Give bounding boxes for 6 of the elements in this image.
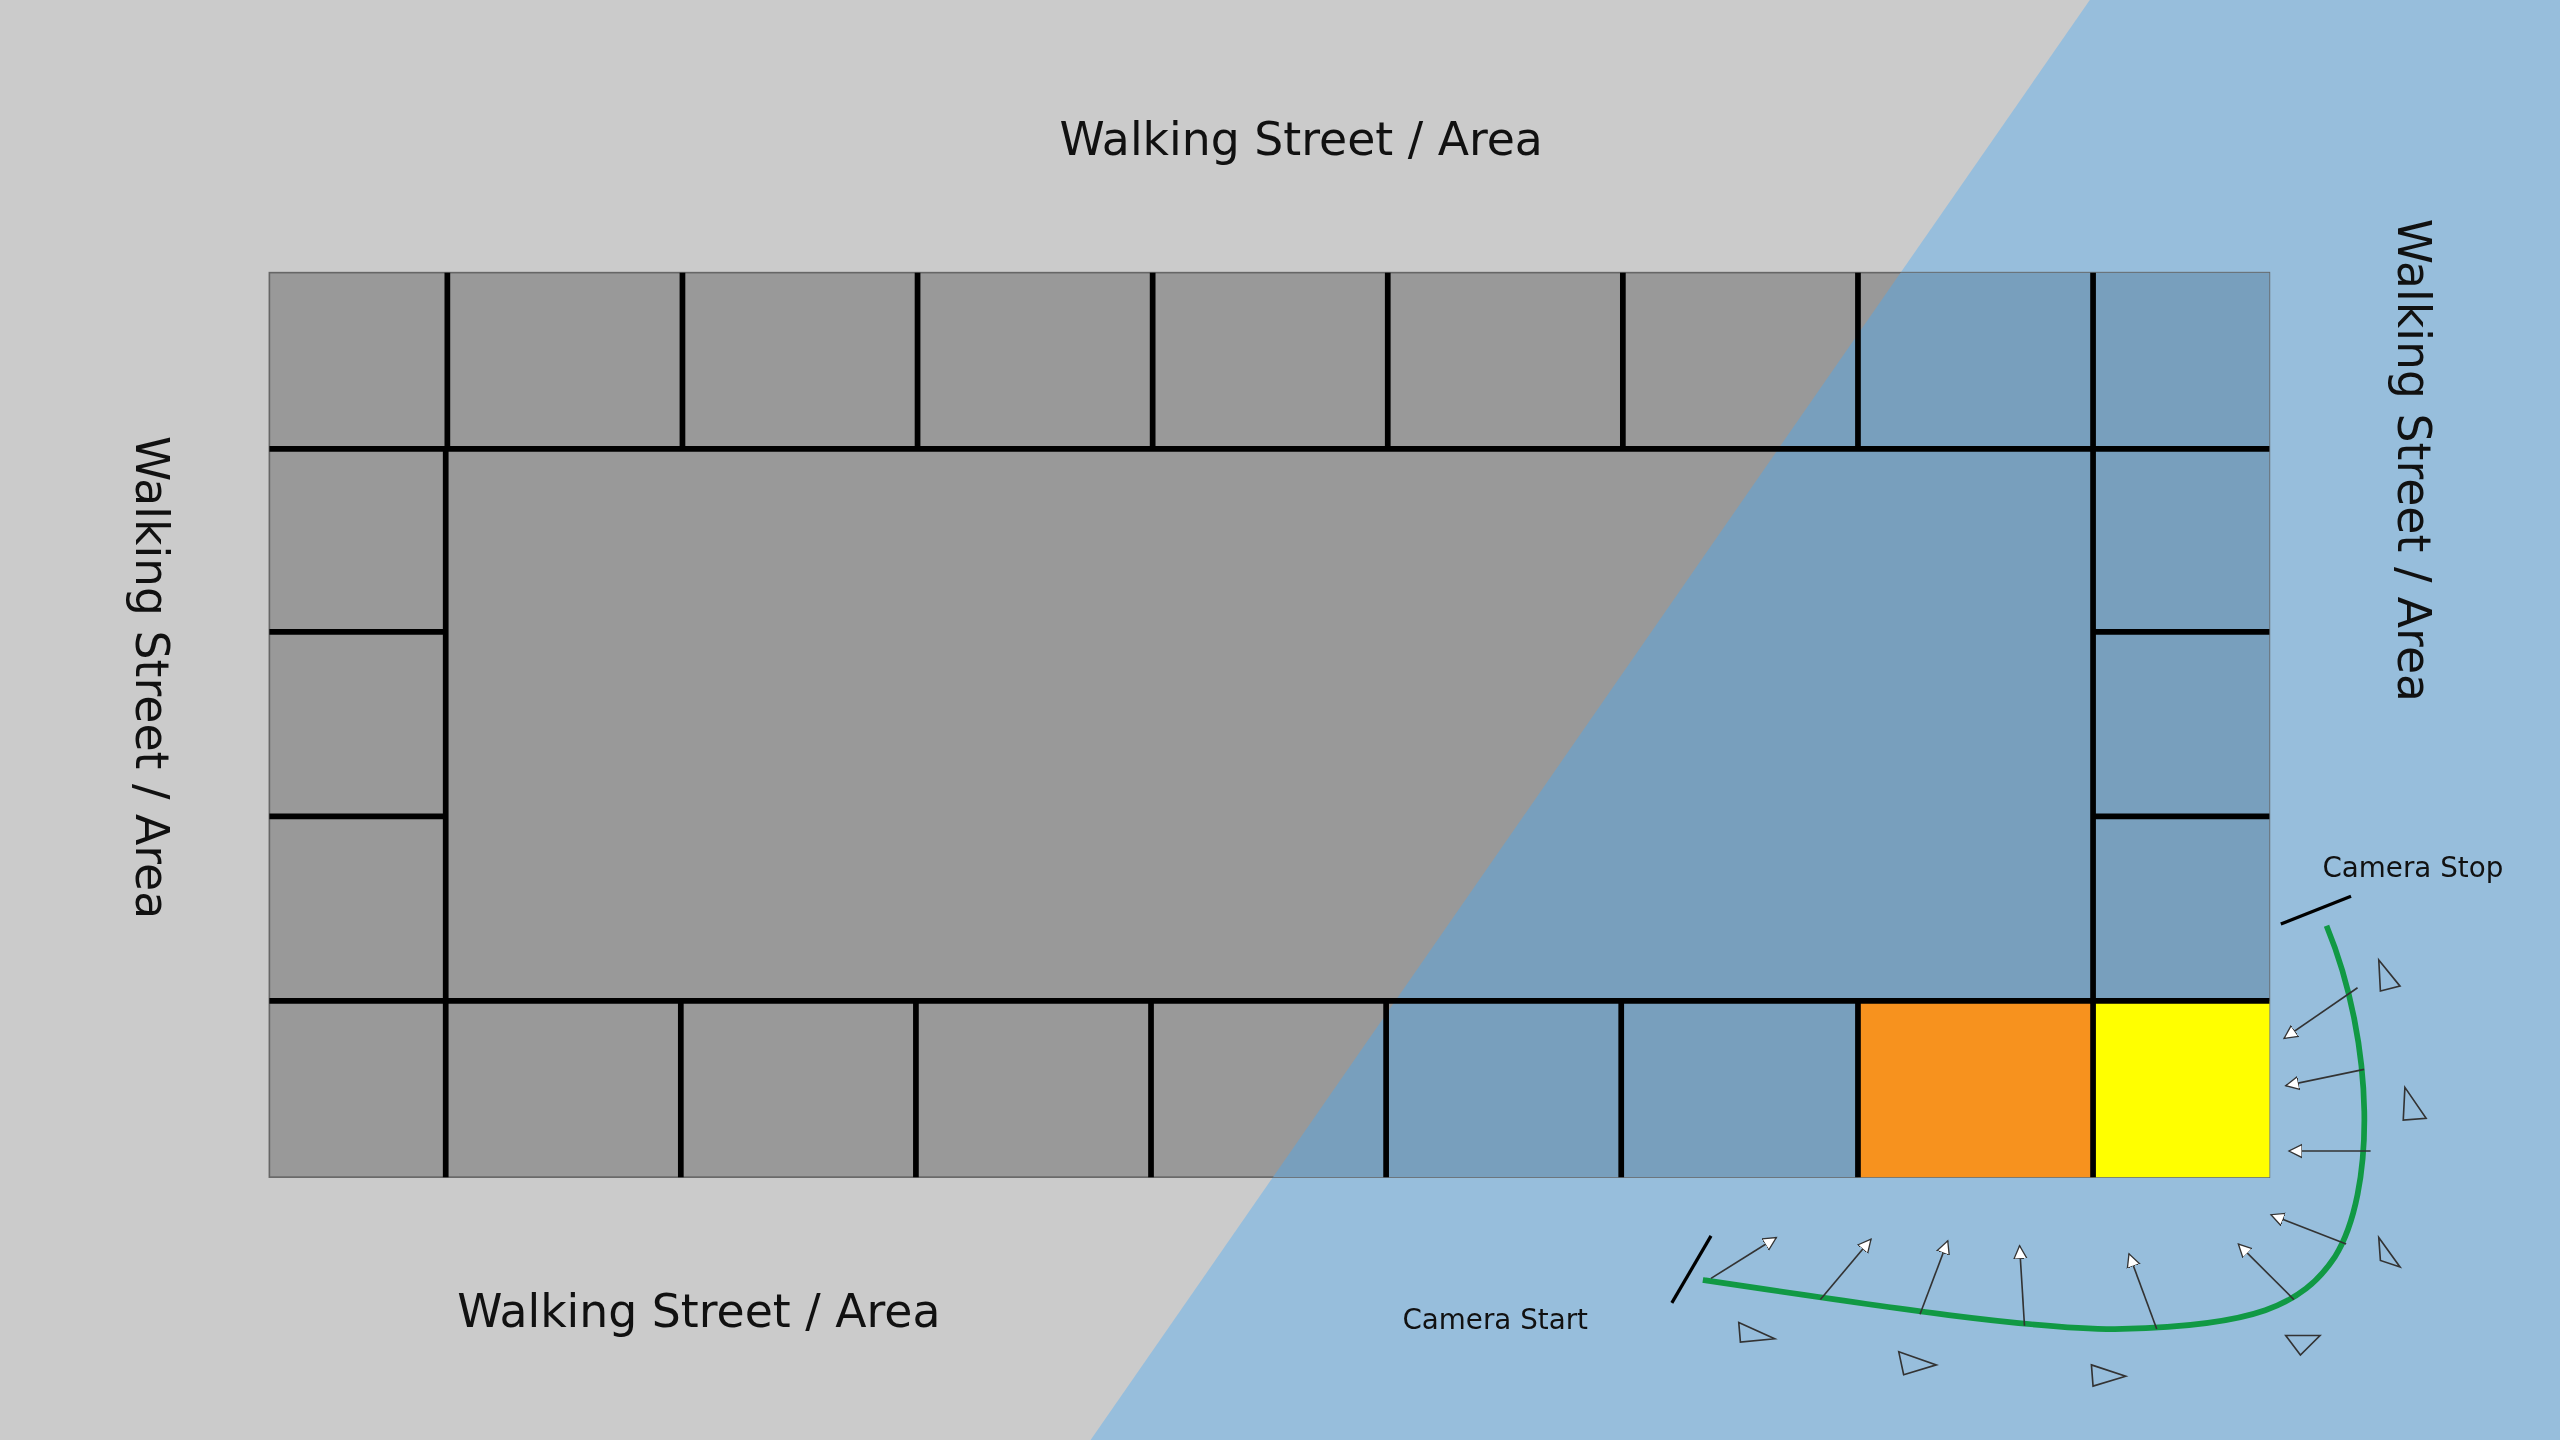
area-label: Walking Street / Area [457,1289,941,1336]
area-label: Walking Street / Area [1059,117,1543,164]
area-label: Walking Street / Area [2390,218,2436,703]
camera-start-label: Camera Start [1402,1305,1588,1334]
area-label: Walking Street / Area [127,435,174,920]
camera-stop-label: Camera Stop [2322,853,2504,881]
